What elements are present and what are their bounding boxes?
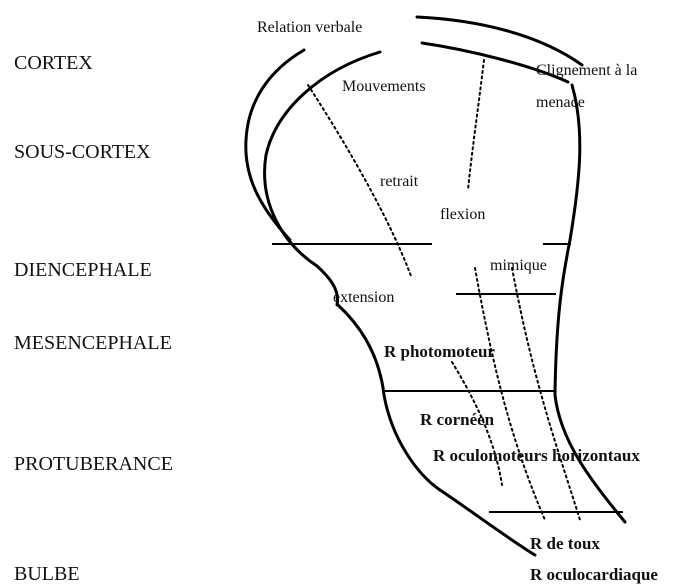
reflex-oculomoteurs: R oculomoteurs horizontaux <box>433 446 640 465</box>
response-mouvements: Mouvements <box>342 78 426 95</box>
level-label-mesencephale: MESENCEPHALE <box>14 332 172 354</box>
reflex-toux: R de toux <box>530 534 600 553</box>
dotted-line-mimique-left <box>475 268 545 520</box>
response-flexion: flexion <box>440 206 485 223</box>
response-clignement-line1: Clignement à la <box>536 62 637 79</box>
level-label-sous-cortex: SOUS-CORTEX <box>14 141 151 163</box>
level-label-cortex: CORTEX <box>14 52 93 74</box>
dotted-line-mimique-right <box>512 268 580 520</box>
reflex-oculocardiaque: R oculocardiaque <box>530 565 658 584</box>
response-mimique: mimique <box>490 257 547 274</box>
reflex-corneen: R cornéen <box>420 410 495 429</box>
level-label-bulbe: BULBE <box>14 563 80 585</box>
response-clignement-line2: menace <box>536 94 585 111</box>
dotted-line-flexion <box>468 60 484 190</box>
response-extension: extension <box>333 289 394 306</box>
outer-left-contour <box>246 50 304 240</box>
response-retrait: retrait <box>380 173 419 190</box>
level-label-diencephale: DIENCEPHALE <box>14 259 152 281</box>
response-relation-verbale: Relation verbale <box>257 19 362 36</box>
level-label-protuberance: PROTUBERANCE <box>14 453 173 475</box>
reflex-photomoteur: R photomoteur <box>384 342 495 361</box>
